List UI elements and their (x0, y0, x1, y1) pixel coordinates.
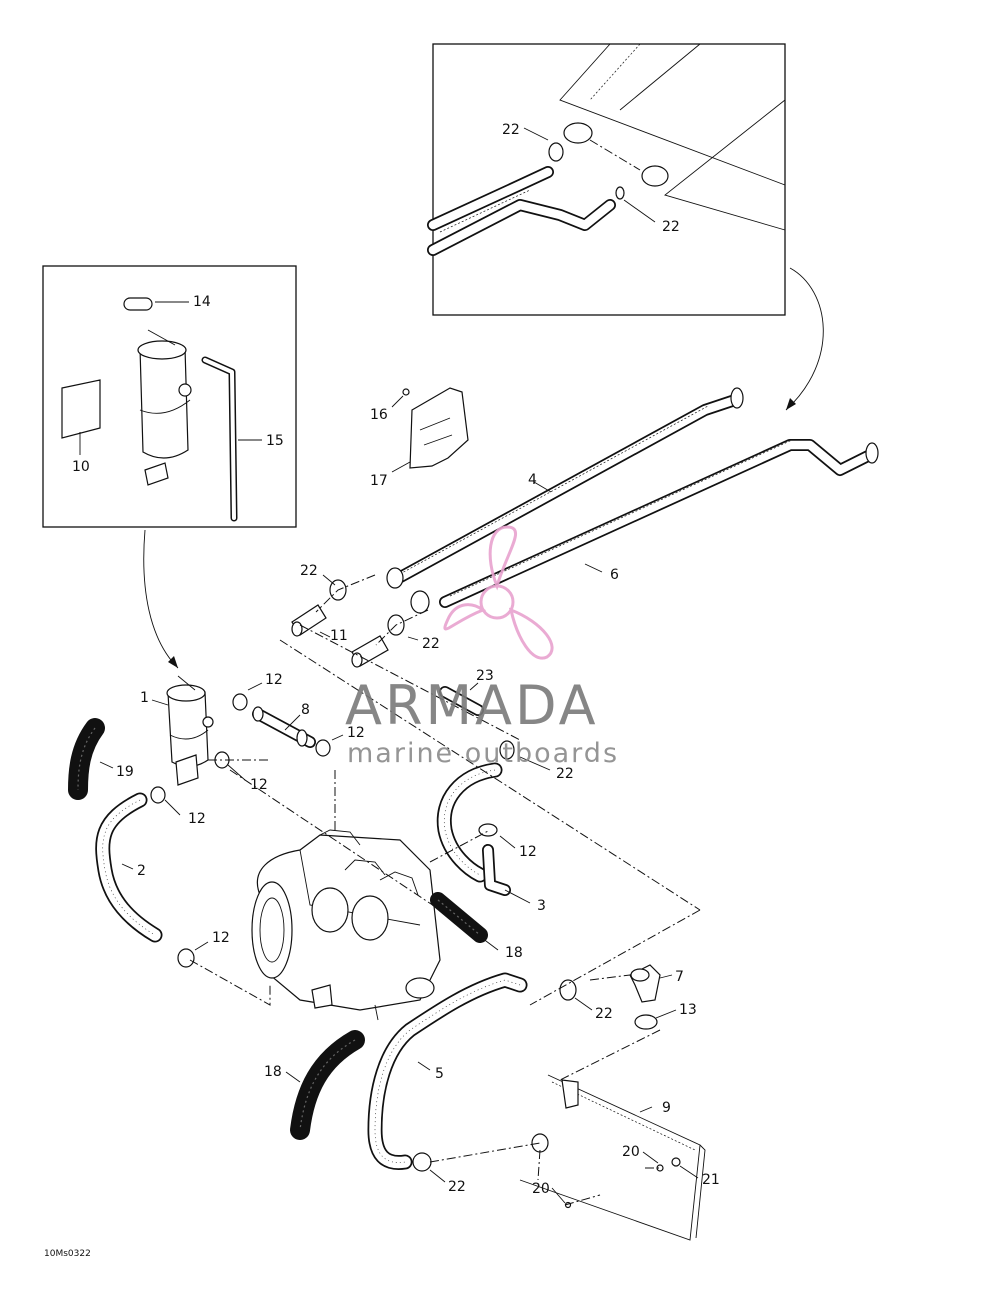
callout-12-f: 12 (212, 930, 230, 946)
callout-12-e: 12 (519, 844, 537, 860)
coolant-inset-arrowhead (168, 656, 178, 668)
coolant-tank-1 (166, 675, 214, 786)
clamp-22-e (499, 740, 515, 760)
callout-9: 9 (662, 1100, 671, 1116)
callout-12-a: 12 (265, 672, 283, 688)
sleeve-19 (68, 718, 105, 800)
callout-19: 19 (116, 764, 134, 780)
callout-23: 23 (476, 668, 494, 684)
callout-2: 2 (137, 863, 146, 879)
callout-10: 10 (72, 459, 90, 475)
detail-inset-radiator-connection (427, 43, 786, 316)
hose-5 (367, 972, 528, 1170)
clamp-12-e (177, 948, 195, 968)
heat-exchanger-9 (519, 1074, 706, 1241)
callout-5: 5 (435, 1066, 444, 1082)
callout-6: 6 (610, 567, 619, 583)
clamp-12-f (478, 823, 498, 837)
callout-22-right: 22 (556, 766, 574, 782)
callout-16: 16 (370, 407, 388, 423)
callout-12-d: 12 (188, 811, 206, 827)
callout-11: 11 (330, 628, 348, 644)
clamp-12-a (232, 693, 248, 711)
pipe-8 (252, 706, 316, 748)
figure-reference-code: 10Ms0322 (44, 1249, 91, 1259)
callout-4: 4 (528, 472, 537, 488)
sleeve-18-upper (430, 892, 488, 943)
inset-pointer-arrow (785, 267, 824, 411)
callout-22-inset-top: 22 (502, 122, 520, 138)
coolant-inset-pointer (143, 529, 179, 669)
hose-3 (436, 762, 511, 896)
pipe-6 (410, 439, 879, 614)
callout-15: 15 (266, 433, 284, 449)
connector-11-upper (291, 604, 327, 637)
engine-block (251, 829, 441, 1021)
callout-20-lower: 20 (532, 1181, 550, 1197)
elbow-7 (629, 964, 661, 1003)
watermark-tagline: marine outboards (347, 738, 619, 769)
clamp-12-c (150, 786, 166, 804)
clamp-22-g (412, 1152, 432, 1172)
callout-22-lower: 22 (422, 636, 440, 652)
clamp-13 (634, 1014, 658, 1030)
pipe-4 (386, 387, 744, 589)
inset-pointer-arrowhead (786, 398, 796, 410)
detail-inset-coolant-tank (42, 265, 297, 528)
connector-11-lower (351, 635, 389, 668)
callout-21: 21 (702, 1172, 720, 1188)
callout-20-upper: 20 (622, 1144, 640, 1160)
callout-1: 1 (140, 690, 149, 706)
callout-7: 7 (675, 969, 684, 985)
callout-13: 13 (679, 1002, 697, 1018)
watermark-logo: ARMADA marine outboards (345, 525, 619, 769)
callout-22-bottom: 22 (448, 1179, 466, 1195)
callout-18-lower: 18 (264, 1064, 282, 1080)
clamp-12-d (315, 739, 331, 757)
clamp-22-f (559, 979, 577, 1001)
callout-12-b: 12 (347, 725, 365, 741)
callout-22-upper: 22 (300, 563, 318, 579)
watermark-brand: ARMADA (345, 674, 599, 737)
callout-18-upper: 18 (505, 945, 523, 961)
callout-22-mid: 22 (595, 1006, 613, 1022)
assembly-lines (189, 574, 701, 1206)
callout-14: 14 (193, 294, 211, 310)
callout-22-inset-bottom: 22 (662, 219, 680, 235)
propeller-icon (443, 525, 554, 660)
leader-lines (79, 127, 699, 1204)
bracket-17 (402, 387, 469, 469)
hose-2 (95, 792, 163, 943)
callout-12-c: 12 (250, 777, 268, 793)
sleeve-18-lower (290, 1030, 365, 1140)
callout-8: 8 (301, 702, 310, 718)
hose-23 (439, 686, 484, 716)
callout-labels: 14 10 15 16 17 4 6 22 22 22 22 11 23 1 1… (72, 122, 720, 1197)
callout-17: 17 (370, 473, 388, 489)
callout-3: 3 (537, 898, 546, 914)
